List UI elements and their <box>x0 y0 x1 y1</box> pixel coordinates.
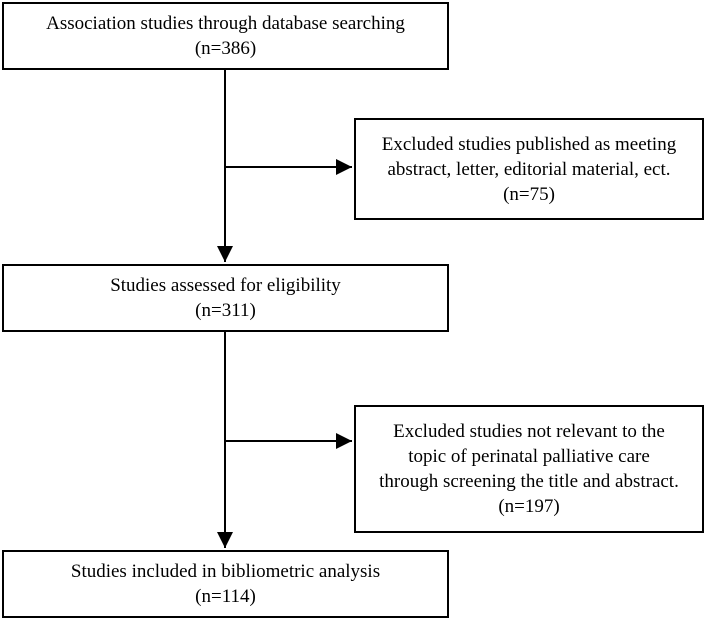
box-included-analysis-label: Studies included in bibliometric analysi… <box>70 561 381 582</box>
box-database-search: Association studies through database sea… <box>2 2 449 70</box>
box-database-search-count: (n=386) <box>194 38 257 59</box>
box-excluded-publication-type-line1: Excluded studies published as meeting <box>381 133 677 155</box>
box-included-analysis: Studies included in bibliometric analysi… <box>2 550 449 618</box>
box-excluded-not-relevant-line3: through screening the title and abstract… <box>379 471 679 492</box>
box-excluded-publication-type-line2: abstract, letter, editorial material, ec… <box>387 158 671 180</box>
box-eligibility: Studies assessed for eligibility (n=311) <box>2 264 449 332</box>
box-eligibility-label: Studies assessed for eligibility <box>110 275 341 296</box>
box-excluded-not-relevant: Excluded studies not relevant to the top… <box>354 405 704 533</box>
box-excluded-not-relevant-line1: Excluded studies not relevant to the <box>393 421 665 442</box>
box-eligibility-count: (n=311) <box>195 300 256 321</box>
box-database-search-label: Association studies through database sea… <box>46 13 405 34</box>
box-excluded-not-relevant-line2: topic of perinatal palliative care <box>408 446 650 467</box>
box-excluded-publication-type: Excluded studies published as meeting ab… <box>354 118 704 220</box>
box-included-analysis-count: (n=114) <box>195 586 256 607</box>
box-excluded-publication-type-count: (n=75) <box>503 183 555 205</box>
box-excluded-not-relevant-count: (n=197) <box>498 496 560 517</box>
